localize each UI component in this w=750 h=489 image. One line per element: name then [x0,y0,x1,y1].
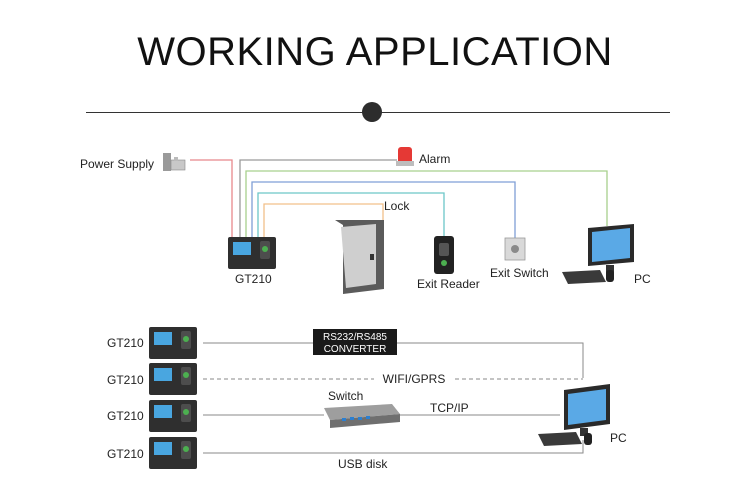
lock-label: Lock [384,199,410,213]
pc-icon [562,224,634,284]
exit-switch-icon [504,237,526,261]
wiring-lines [190,159,608,238]
device-label-4: GT210 [107,447,144,461]
exit-reader-icon [434,236,454,274]
lock-wire [263,203,384,238]
gt210-label: GT210 [235,272,272,286]
tcpip-label: TCP/IP [430,401,469,415]
usb-line [203,440,584,454]
alarm-wire [239,159,397,238]
exit-reader-wire [257,192,445,238]
exit-reader-label: Exit Reader [417,277,480,291]
pc-wire [245,170,608,238]
gt210-device-2 [149,363,197,395]
wifi-label-bg [374,371,454,386]
power-wire [190,159,233,238]
alarm-label: Alarm [419,152,450,166]
converter-label-line2: CONVERTER [324,344,387,355]
network-switch-icon [324,404,400,428]
exit-switch-wire [251,181,516,238]
gt210-device-1 [149,327,197,359]
pc-label-bottom: PC [610,431,627,445]
alarm-icon [396,147,414,166]
usb-label: USB disk [338,457,388,471]
divider-dot [362,102,382,122]
network-lines [203,342,584,454]
gt210-device [228,237,276,269]
pc-icon-bottom [538,384,610,446]
door-icon [335,220,384,294]
device-label-3: GT210 [107,409,144,423]
converter-box [313,329,397,355]
device-label-2: GT210 [107,373,144,387]
converter-label-line1: RS232/RS485 [323,332,387,343]
gt210-device-4 [149,437,197,469]
gt210-device-3 [149,400,197,432]
power-supply-label: Power Supply [80,157,154,171]
device-label-1: GT210 [107,336,144,350]
page-title: WORKING APPLICATION [137,30,613,74]
wifi-label: WIFI/GPRS [383,372,446,386]
switch-label: Switch [328,389,363,403]
pc-label: PC [634,272,651,286]
exit-switch-label: Exit Switch [490,266,549,280]
power-supply-icon [163,153,186,171]
